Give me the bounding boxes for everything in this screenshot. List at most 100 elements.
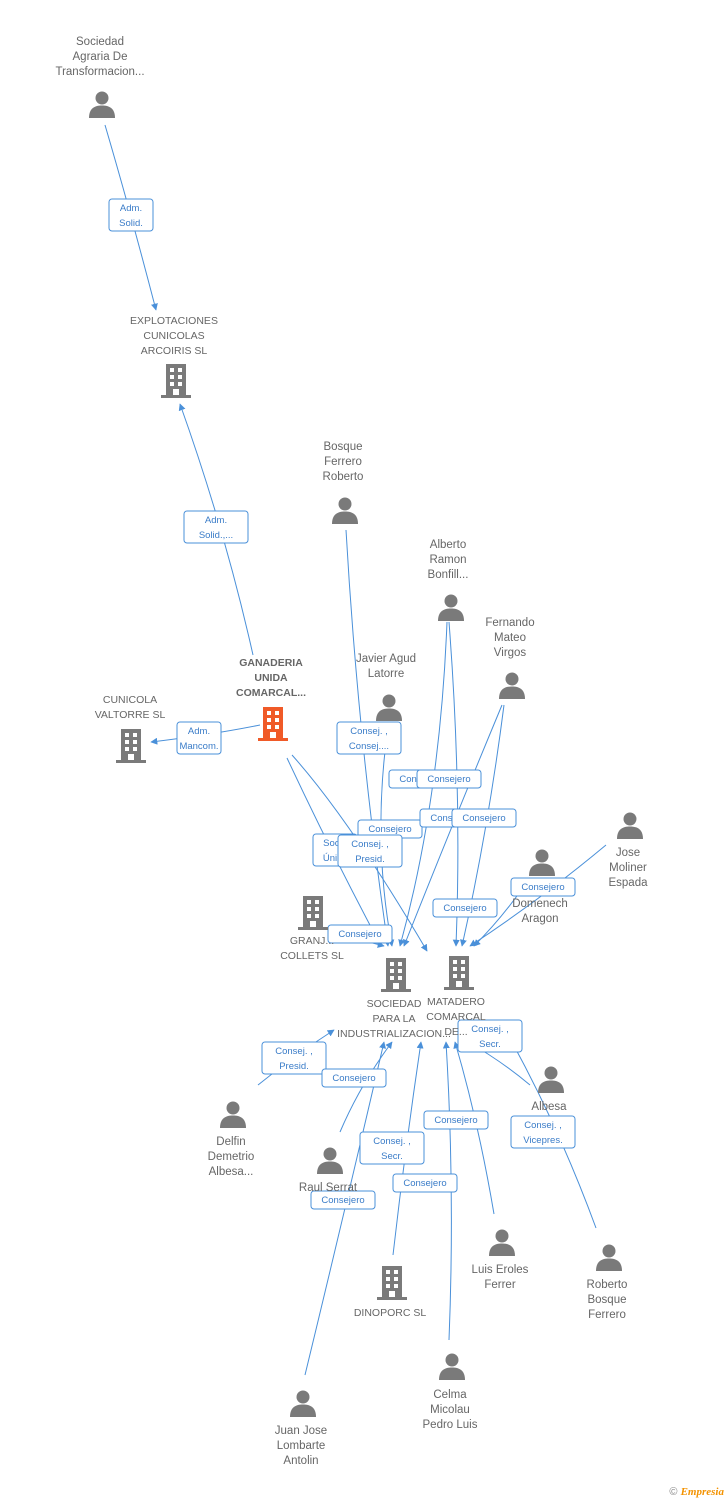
- company-icon[interactable]: [298, 896, 328, 930]
- edge-label-box[interactable]: [337, 834, 403, 868]
- edge-label-raul-to-sociedad[interactable]: Consejero: [321, 1068, 387, 1088]
- edge-label-box[interactable]: [176, 721, 222, 755]
- edge-label-box[interactable]: [359, 1131, 425, 1165]
- node-label: Ferrero: [588, 1309, 626, 1321]
- person-icon[interactable]: [290, 1390, 316, 1418]
- edge-label-text: Único: [323, 853, 347, 864]
- brand-logo[interactable]: Empresia: [680, 1486, 724, 1498]
- edge-label-box[interactable]: [336, 721, 402, 755]
- edge-label-box[interactable]: [432, 898, 498, 918]
- edge-label-box[interactable]: [108, 198, 154, 232]
- edge-label-box[interactable]: [457, 1019, 523, 1053]
- company-icon[interactable]: [381, 958, 411, 992]
- edge-label-ganaderia-to-cunicola[interactable]: Adm.Mancom.: [176, 721, 222, 755]
- node-label: Roberto: [587, 1279, 628, 1291]
- node-label: EXPLOTACIONES: [130, 315, 218, 327]
- edge-labels-layer: Adm.Solid. Adm.Solid.,... Adm.Mancom. Conse…: [108, 198, 576, 1210]
- edge-label-text: Adm.: [120, 203, 142, 214]
- edge-label-box[interactable]: [423, 1110, 489, 1130]
- edge-label-box[interactable]: [261, 1041, 327, 1075]
- node-label: COMARCAL...: [236, 687, 306, 699]
- node-albesa[interactable]: Albesa: [531, 1066, 567, 1114]
- edge-label-jose-to-matadero[interactable]: Consejero: [510, 877, 576, 897]
- edge-label-text: Presid.: [279, 1061, 309, 1072]
- person-icon[interactable]: [317, 1147, 343, 1175]
- edge-label-domenech-to-matadero[interactable]: Consejero: [432, 898, 498, 918]
- edge-label-dinoporc-to-sociedad[interactable]: Consej. ,Secr.: [359, 1131, 425, 1165]
- person-icon[interactable]: [617, 812, 643, 840]
- person-icon[interactable]: [220, 1101, 246, 1129]
- node-label: Bosque: [323, 441, 362, 453]
- edge-label-box[interactable]: [416, 769, 482, 789]
- edge-label-text: Adm.: [188, 726, 210, 737]
- edge-label-box[interactable]: [510, 877, 576, 897]
- company-icon[interactable]: [444, 956, 474, 990]
- edge-label-sat-to-explot[interactable]: Adm.Solid.: [108, 198, 154, 232]
- copyright-symbol: ©: [669, 1486, 678, 1498]
- edge-alberto-to-sociedad: [398, 621, 448, 947]
- person-icon[interactable]: [439, 1353, 465, 1381]
- person-icon[interactable]: [438, 594, 464, 622]
- node-label: Ferrer: [484, 1279, 515, 1291]
- node-label: GRANJ...: [290, 935, 334, 947]
- node-ganaderia[interactable]: GANADERIAUNIDACOMARCAL...: [236, 657, 306, 741]
- edge-label-ganaderia-to-explot[interactable]: Adm.Solid.,...: [183, 510, 249, 544]
- company-icon[interactable]: [377, 1266, 407, 1300]
- edge-label-roberto-to-matadero[interactable]: Consej. ,Vicepres.: [510, 1115, 576, 1149]
- edge-label-javier-to-sociedad[interactable]: Consej. ,Consej....: [336, 721, 402, 755]
- person-icon[interactable]: [538, 1066, 564, 1094]
- node-delfin[interactable]: DelfinDemetrioAlbesa...: [208, 1101, 255, 1179]
- edge-label-box[interactable]: [183, 510, 249, 544]
- edge-label-box[interactable]: [321, 1068, 387, 1088]
- node-dinoporc[interactable]: DINOPORC SL: [354, 1266, 427, 1319]
- edge-label-ganaderia-to-matadero[interactable]: Consej. ,Presid.: [337, 834, 403, 868]
- person-icon[interactable]: [489, 1229, 515, 1257]
- edge-label-fernando-to-matadero[interactable]: Consejero: [451, 808, 517, 828]
- edge-label-box[interactable]: [392, 1173, 458, 1193]
- node-label: Albesa: [531, 1101, 567, 1113]
- node-label: Celma: [433, 1389, 467, 1401]
- node-granjas[interactable]: GRANJ...COLLETS SL: [280, 896, 344, 962]
- edge-label-luis-to-matadero[interactable]: Consejero: [423, 1110, 489, 1130]
- node-label: GANADERIA: [239, 657, 303, 669]
- edge-label-box[interactable]: [310, 1190, 376, 1210]
- person-icon[interactable]: [332, 497, 358, 525]
- edge-label-albesa-to-matadero[interactable]: Consej. ,Secr.: [457, 1019, 523, 1053]
- edge-label-box[interactable]: [510, 1115, 576, 1149]
- edge-label-text: Adm.: [205, 515, 227, 526]
- edge-label-delfin-to-sociedad[interactable]: Consej. ,Presid.: [261, 1041, 327, 1075]
- person-icon[interactable]: [499, 672, 525, 700]
- edge-label-celma-to-matadero[interactable]: Consejero: [392, 1173, 458, 1193]
- person-icon[interactable]: [529, 849, 555, 877]
- node-label: Jose: [616, 847, 640, 859]
- focus-company-icon[interactable]: [258, 707, 288, 741]
- edge-label-bosque1-to-sociedad[interactable]: Consejero: [357, 819, 423, 839]
- edge-label-text: Presid.: [355, 854, 385, 865]
- node-alberto[interactable]: AlbertoRamonBonfill...: [428, 539, 469, 621]
- company-icon[interactable]: [161, 364, 191, 398]
- node-raul[interactable]: Raul Serrat: [299, 1147, 358, 1195]
- person-icon[interactable]: [596, 1244, 622, 1272]
- edge-label-box[interactable]: [451, 808, 517, 828]
- person-icon[interactable]: [89, 91, 115, 119]
- node-matadero[interactable]: MATADEROCOMARCALDE...: [426, 956, 486, 1038]
- edge-label-granjas-to-sociedad[interactable]: Consejero: [327, 924, 393, 944]
- edge-label-box[interactable]: [327, 924, 393, 944]
- company-icon[interactable]: [116, 729, 146, 763]
- edge-label-alberto-to-matadero[interactable]: Consejero: [416, 769, 482, 789]
- person-icon[interactable]: [376, 694, 402, 722]
- edge-label-juan-to-sociedad[interactable]: Consejero: [310, 1190, 376, 1210]
